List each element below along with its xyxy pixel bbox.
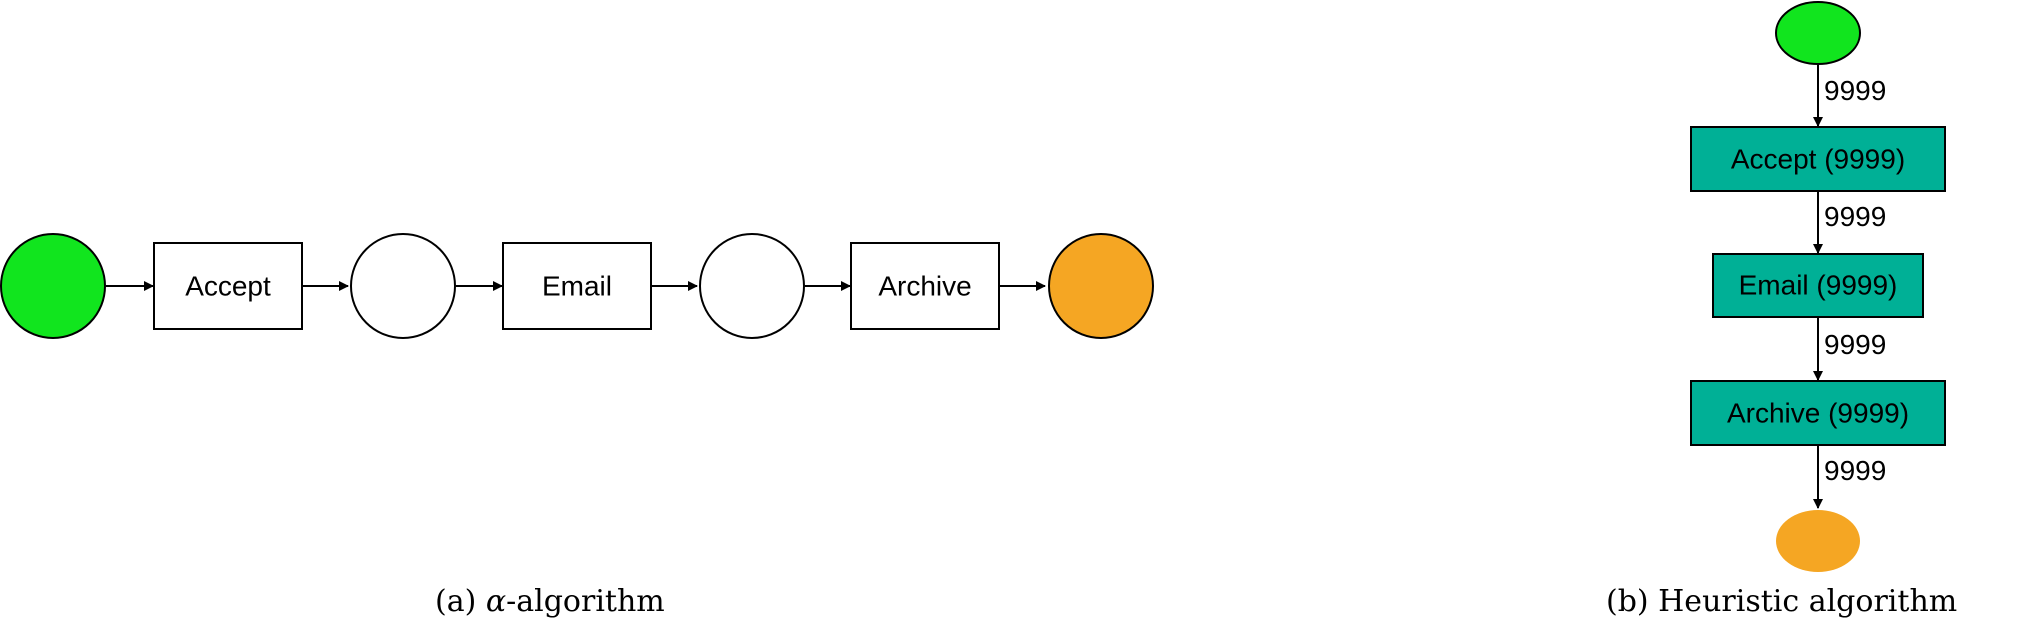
- edge-h-start-accept-label: 9999: [1824, 75, 1886, 106]
- transition-accept: [153, 242, 303, 330]
- activity-archive-label: Archive (9999): [1727, 397, 1909, 428]
- heuristic-algorithm-graph: 9999 9999 9999 9999 Accept (9999) Email …: [1690, 1, 1946, 572]
- caption-heuristic-algorithm: (b) Heuristic algorithm: [1606, 584, 1957, 619]
- transition-archive: [850, 242, 1000, 330]
- transition-accept-label: Accept: [185, 270, 271, 301]
- transition-archive-label: Archive: [878, 270, 971, 301]
- place-p1: [350, 233, 456, 339]
- activity-accept: [1690, 126, 1946, 192]
- start-event: [1775, 1, 1861, 65]
- edge-h-archive-end-label: 9999: [1824, 455, 1886, 486]
- transition-email-label: Email: [542, 270, 612, 301]
- caption-alpha-algorithm: (a) α-algorithm: [435, 584, 665, 619]
- edge-h-email-archive-label: 9999: [1824, 329, 1886, 360]
- caption-alpha-symbol: α: [486, 584, 506, 619]
- caption-alpha-prefix: (a): [435, 584, 486, 619]
- end-event: [1776, 510, 1860, 572]
- transition-email: [502, 242, 652, 330]
- caption-alpha-suffix: -algorithm: [506, 584, 665, 619]
- activity-email-label: Email (9999): [1739, 269, 1898, 300]
- alpha-algorithm-petri-net: Accept Email Archive: [0, 233, 1154, 339]
- activity-email: [1712, 253, 1924, 318]
- activity-archive: [1690, 380, 1946, 446]
- edge-h-accept-email-label: 9999: [1824, 201, 1886, 232]
- activity-accept-label: Accept (9999): [1731, 143, 1905, 174]
- end-place: [1048, 233, 1154, 339]
- start-place: [0, 233, 106, 339]
- place-p2: [699, 233, 805, 339]
